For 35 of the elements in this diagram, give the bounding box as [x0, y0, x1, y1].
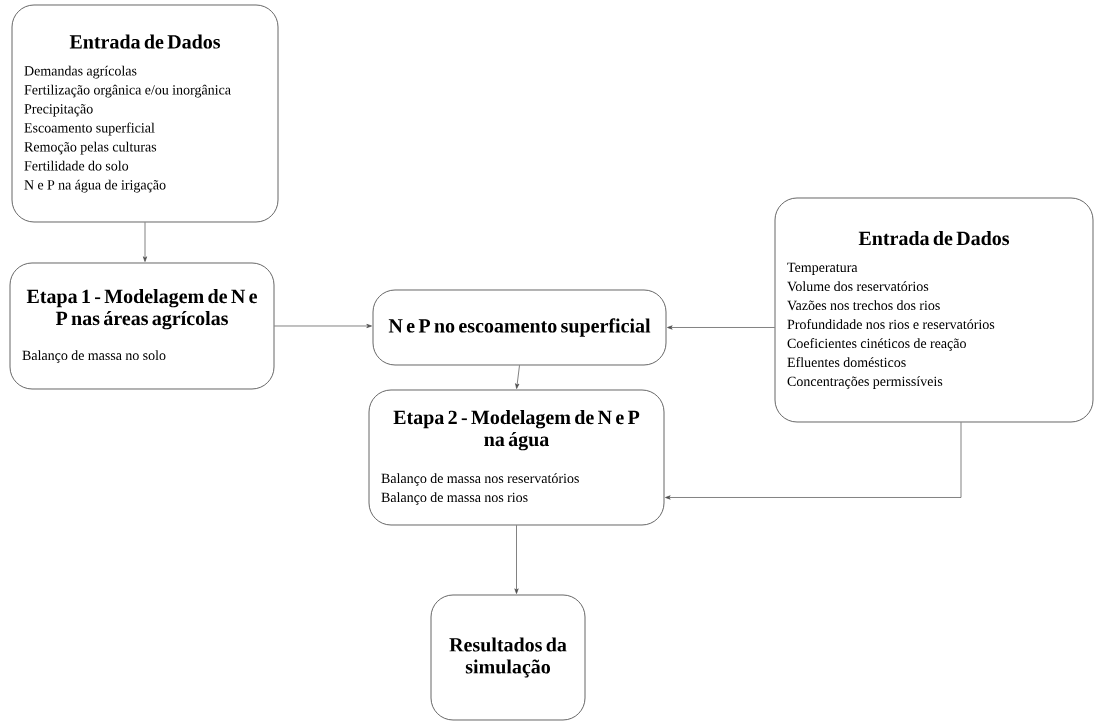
arrow [514, 525, 519, 594]
rounded-box [9, 262, 275, 390]
arrow [142, 222, 148, 262]
list-item: N e P na água de irigação [24, 179, 166, 193]
list-item: Demandas agrícolas [24, 65, 137, 79]
rounded-box [11, 4, 279, 223]
rounded-box [774, 197, 1094, 423]
arrow [667, 325, 775, 330]
list-item: Coeficientes cinéticos de reação [787, 338, 966, 351]
rounded-box [430, 594, 586, 721]
heading: Resultados da simulação [449, 637, 567, 678]
list-item: Profundidade nos rios e reservatórios [787, 319, 995, 330]
list-item: Balanço de massa no solo [22, 350, 166, 363]
rounded-box [372, 289, 667, 366]
list-item: Concentrações permissíveis [787, 376, 943, 389]
list-item: Precipitação [24, 104, 93, 117]
list-item: Fertilização orgânica e/ou inorgânica [24, 84, 231, 98]
heading: Etapa 1 - Modelagem de N e P nas áreas agrícolas [26, 289, 257, 330]
heading: Entrada de Dados [858, 231, 1010, 246]
heading: Entrada de Dados [69, 34, 221, 49]
arrow [274, 323, 372, 329]
rounded-box [368, 389, 665, 526]
list-item: Remoção pelas culturas [24, 141, 157, 155]
list-item: Balanço de massa nos reservatórios [381, 473, 579, 486]
arrow [665, 422, 962, 500]
list-item: Escoamento superficial [24, 122, 155, 136]
list-item: Vazões nos trechos dos rios [787, 300, 940, 311]
list-item: Fertilidade do solo [24, 160, 129, 171]
heading: N e P no escoamento superficial [388, 318, 651, 337]
list-item: Temperatura [787, 262, 858, 275]
arrow [515, 365, 520, 389]
list-item: Volume dos reservatórios [787, 281, 929, 292]
list-item: Efluentes domésticos [787, 357, 906, 368]
list-item: Balanço de massa nos rios [381, 492, 528, 505]
heading: Etapa 2 - Modelagem de N e P na água [393, 410, 640, 451]
